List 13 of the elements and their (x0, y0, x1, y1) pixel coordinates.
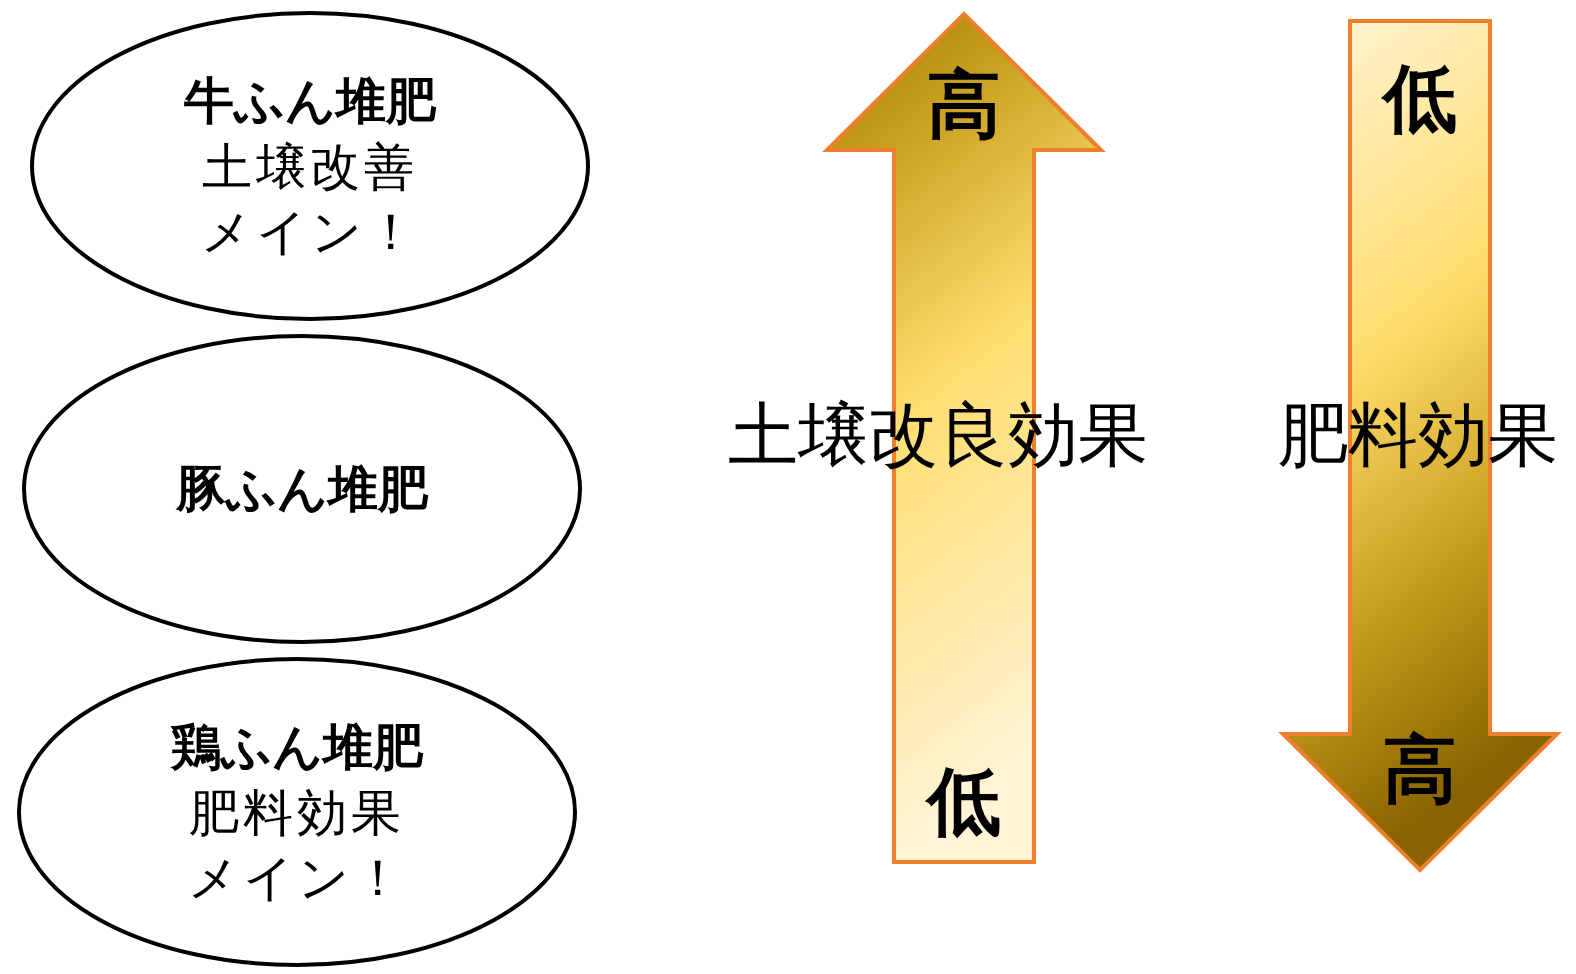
arrow-shape (1281, 19, 1559, 872)
node-text: 肥料効果メイン！ (186, 782, 408, 909)
top-label: 低 (1383, 61, 1457, 135)
oval (22, 334, 582, 644)
node-heading: 豚ふん堆肥 (176, 458, 428, 520)
node-heading: 牛ふん堆肥 (184, 70, 436, 132)
bottom-label: 高 (1383, 732, 1457, 806)
oval (17, 657, 577, 967)
top-label: 高 (927, 67, 1001, 141)
node-heading: 鶏ふん堆肥 (171, 716, 423, 778)
node-text: 土壌改善メイン！ (199, 136, 421, 263)
bottom-label: 低 (927, 764, 1001, 838)
oval (30, 11, 590, 321)
